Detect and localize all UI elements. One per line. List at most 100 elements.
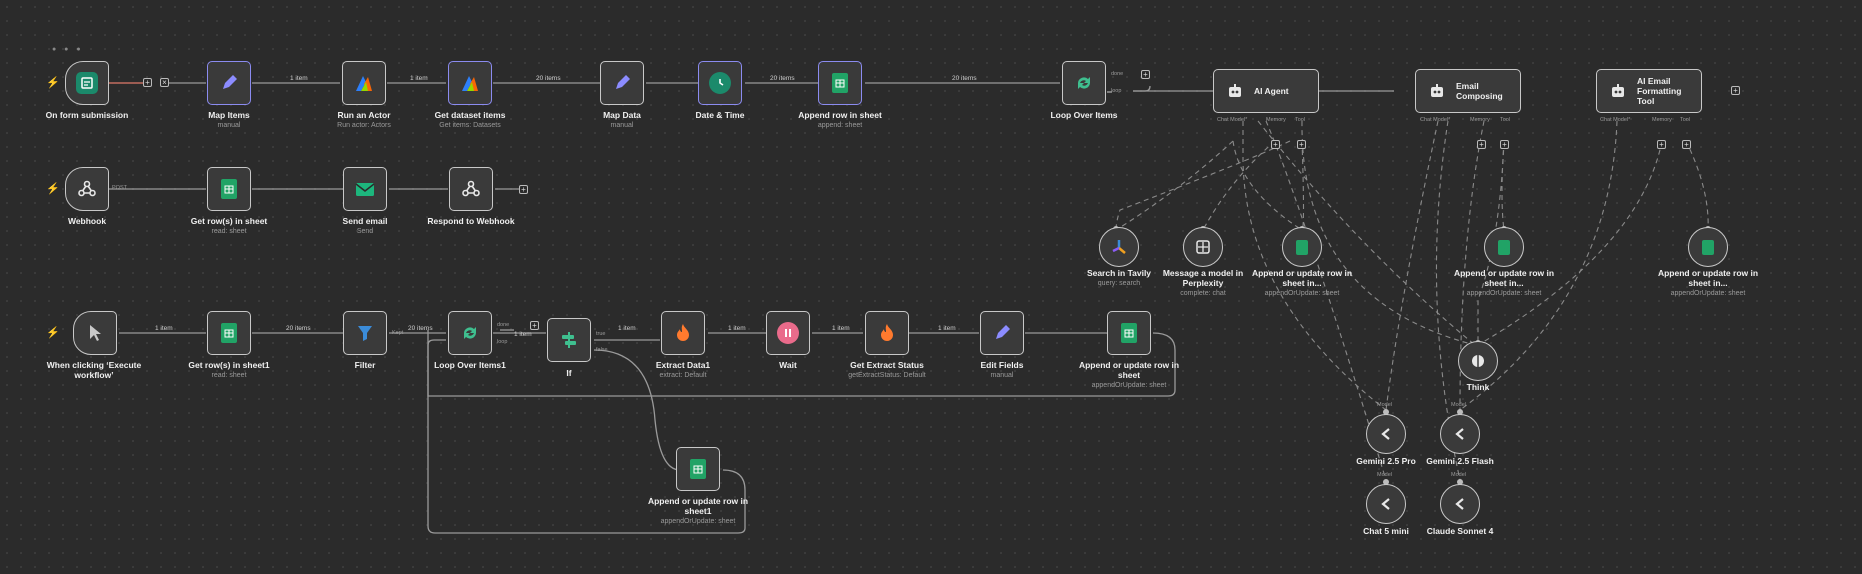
port-tool: Tool	[1500, 117, 1511, 123]
sub-append-or-update-row-in-sheet1: appendOrUpdate: sheet	[660, 518, 736, 525]
node-send-email[interactable]	[343, 167, 387, 211]
add-node-plus[interactable]: +	[1141, 70, 1150, 79]
node-wait[interactable]	[766, 311, 810, 355]
label-append-or-update-row-in-sheet1: Append or update row in sheet1	[647, 496, 749, 516]
node-respond-to-webhook[interactable]	[449, 167, 493, 211]
loop-icon	[1073, 72, 1095, 94]
node-map-data[interactable]	[600, 61, 644, 105]
node-gemini-2-5-flash[interactable]	[1440, 414, 1480, 454]
sub-get-extract-status: getExtractStatus: Default	[848, 372, 926, 379]
node-extract-data1[interactable]	[661, 311, 705, 355]
node-get-rows-in-sheet1[interactable]	[207, 311, 251, 355]
label-search-in-tavily: Search in Tavily	[1086, 268, 1152, 278]
wire-label: 20 items	[408, 325, 433, 332]
label-edit-fields: Edit Fields	[980, 360, 1024, 370]
label-if: If	[566, 368, 572, 378]
port-tool: Tool	[1680, 117, 1691, 123]
robot-icon	[1426, 80, 1448, 102]
envelope-icon	[354, 178, 376, 200]
add-memory-plus[interactable]: +	[1477, 140, 1486, 149]
node-ai-email-formatting-tool[interactable]: AI Email Formatting Tool	[1596, 69, 1702, 113]
node-on-form-submission[interactable]	[65, 61, 109, 105]
window-dots: ● ● ●	[52, 46, 84, 53]
sub-map-items: manual	[217, 122, 241, 129]
webhook-icon	[460, 178, 482, 200]
node-gemini-2-5-pro[interactable]	[1366, 414, 1406, 454]
label-loop-over-items: Loop Over Items	[1050, 110, 1118, 120]
delete-connection-icon[interactable]: ×	[160, 78, 169, 87]
node-get-rows-in-sheet[interactable]	[207, 167, 251, 211]
robot-icon	[1607, 80, 1629, 102]
google-sheets-icon	[221, 323, 237, 343]
label-loop-over-items1: Loop Over Items1	[434, 360, 506, 370]
port-memory: Memory	[1470, 117, 1490, 123]
label-respond-to-webhook: Respond to Webhook	[427, 216, 515, 226]
apify-icon	[353, 72, 375, 94]
sub-send-email: Send	[356, 228, 374, 235]
label-message-perplexity: Message a model in Perplexity	[1162, 268, 1244, 288]
node-run-an-actor[interactable]	[342, 61, 386, 105]
wire-label: 1 item	[728, 325, 746, 332]
label-wait: Wait	[779, 360, 797, 370]
wire-label: 1 item	[155, 325, 173, 332]
label-email-composing: Email Composing	[1456, 81, 1503, 101]
sub-append-update-tool-c: appendOrUpdate: sheet	[1670, 290, 1746, 297]
pencil-icon	[991, 322, 1013, 344]
sub-extract-data1: extract: Default	[659, 372, 707, 379]
wire-label: 20 items	[952, 75, 977, 82]
add-node-plus[interactable]: +	[143, 78, 152, 87]
node-manual-trigger[interactable]	[73, 311, 117, 355]
pencil-icon	[218, 72, 240, 94]
node-chat-5-mini[interactable]	[1366, 484, 1406, 524]
node-map-items[interactable]	[207, 61, 251, 105]
node-think[interactable]	[1458, 341, 1498, 381]
wire-label: 20 items	[286, 325, 311, 332]
node-append-update-tool-b[interactable]	[1484, 227, 1524, 267]
node-email-composing[interactable]: Email Composing	[1415, 69, 1521, 113]
trigger-bolt-icon: ⚡	[46, 183, 60, 195]
label-on-form-submission: On form submission	[45, 110, 129, 120]
node-date-time[interactable]	[698, 61, 742, 105]
node-claude-sonnet-4[interactable]	[1440, 484, 1480, 524]
add-tool-plus[interactable]: +	[1500, 140, 1509, 149]
node-search-in-tavily[interactable]	[1099, 227, 1139, 267]
node-edit-fields[interactable]	[980, 311, 1024, 355]
add-tool-plus[interactable]: +	[1297, 140, 1306, 149]
label-webhook: Webhook	[67, 216, 107, 226]
add-node-plus[interactable]: +	[530, 321, 539, 330]
node-append-or-update-row-in-sheet1[interactable]	[676, 447, 720, 491]
port-chat-model: Chat Model*	[1600, 117, 1631, 123]
node-append-update-tool-a[interactable]	[1282, 227, 1322, 267]
sub-search-in-tavily: query: search	[1097, 280, 1141, 287]
port-model: Model	[1377, 402, 1392, 408]
add-memory-plus[interactable]: +	[1657, 140, 1666, 149]
add-node-plus[interactable]: +	[519, 185, 528, 194]
port-false: false	[596, 347, 608, 353]
node-append-or-update-row-in-sheet[interactable]	[1107, 311, 1151, 355]
node-ai-agent[interactable]: AI Agent	[1213, 69, 1319, 113]
pencil-icon	[611, 72, 633, 94]
robot-icon	[1224, 80, 1246, 102]
node-if[interactable]	[547, 318, 591, 362]
node-message-perplexity[interactable]	[1183, 227, 1223, 267]
node-filter[interactable]	[343, 311, 387, 355]
node-loop-over-items[interactable]	[1062, 61, 1106, 105]
cursor-icon	[84, 322, 106, 344]
node-webhook[interactable]	[65, 167, 109, 211]
google-sheets-icon	[832, 73, 848, 93]
add-memory-plus[interactable]: +	[1271, 140, 1280, 149]
node-append-row-in-sheet[interactable]	[818, 61, 862, 105]
wire-label: 1 item	[514, 331, 532, 338]
node-get-extract-status[interactable]	[865, 311, 909, 355]
node-append-update-tool-c[interactable]	[1688, 227, 1728, 267]
port-done: done	[497, 322, 510, 328]
node-loop-over-items1[interactable]	[448, 311, 492, 355]
tavily-icon	[1108, 236, 1130, 258]
label-get-extract-status: Get Extract Status	[850, 360, 924, 370]
google-sheets-icon	[1498, 239, 1510, 255]
add-node-plus[interactable]: +	[1731, 86, 1740, 95]
node-get-dataset-items[interactable]	[448, 61, 492, 105]
add-tool-plus[interactable]: +	[1682, 140, 1691, 149]
google-sheets-icon	[690, 459, 706, 479]
